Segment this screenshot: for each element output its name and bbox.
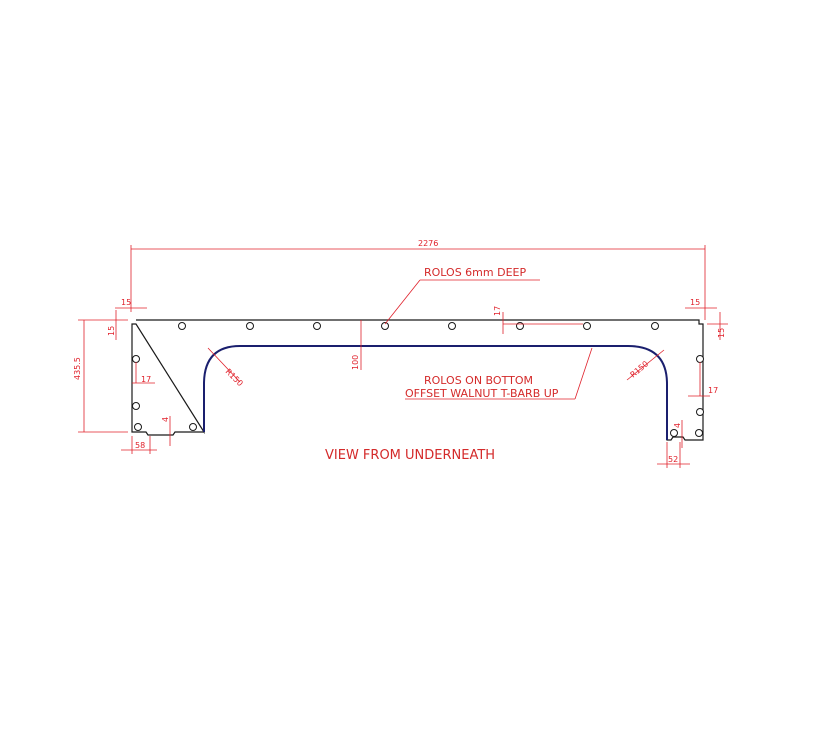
dim-notch-tl-v: 15 xyxy=(107,326,116,336)
routing-channel xyxy=(203,345,668,440)
hole xyxy=(313,322,321,330)
note-rolos-bottom-1: ROLOS ON BOTTOM xyxy=(424,374,533,387)
part-outline xyxy=(131,319,704,441)
dim-foot-notch-right: 4 xyxy=(673,423,682,428)
hole xyxy=(696,355,704,363)
hole xyxy=(189,423,197,431)
hole xyxy=(696,408,704,416)
hole xyxy=(134,423,142,431)
hole xyxy=(246,322,254,330)
dim-notch-tr-h: 15 xyxy=(690,298,700,307)
dim-overall-height: 435.5 xyxy=(73,357,82,380)
hole xyxy=(448,322,456,330)
dim-notch-tl-h: 15 xyxy=(121,298,131,307)
hole xyxy=(651,322,659,330)
hole xyxy=(583,322,591,330)
dim-radius-right: R150 xyxy=(629,359,651,379)
hole xyxy=(670,429,678,437)
note-rolos-depth: ROLOS 6mm DEEP xyxy=(424,266,526,279)
dim-notch-tr-v: 15 xyxy=(717,328,726,338)
view-title: VIEW FROM UNDERNEATH xyxy=(325,448,495,463)
dim-rail-width: 100 xyxy=(351,355,360,370)
hole xyxy=(695,429,703,437)
dim-foot-notch-left: 4 xyxy=(161,417,170,422)
dim-radius-left: R150 xyxy=(224,367,245,388)
dim-foot-left-offset: 58 xyxy=(135,441,145,450)
dim-foot-right-offset: 52 xyxy=(668,455,678,464)
hole xyxy=(178,322,186,330)
hole xyxy=(132,355,140,363)
note-rolos-bottom-2: OFFSET WALNUT T-BARB UP xyxy=(405,387,559,400)
hole xyxy=(132,402,140,410)
dim-hole-offset-top: 17 xyxy=(493,306,502,316)
hole xyxy=(516,322,524,330)
dim-hole-offset-right: 17 xyxy=(708,386,718,395)
hole xyxy=(381,322,389,330)
rolos-holes xyxy=(132,322,704,437)
dimension-lines xyxy=(78,245,728,468)
dim-overall-width: 2276 xyxy=(418,239,438,248)
dim-hole-offset-left: 17 xyxy=(141,375,151,384)
